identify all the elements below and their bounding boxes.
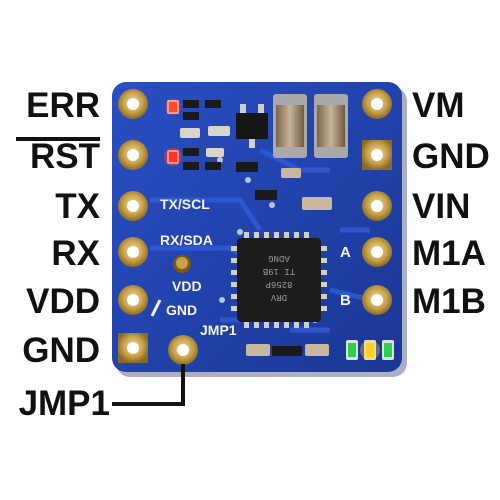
pin-label-gnd: GND [22,331,100,370]
chip-marking-line1: DRV [270,292,288,302]
silk-gnd: GND [166,302,198,318]
chip-marking-line3: TI 19B [262,266,296,276]
silk-vdd: VDD [172,278,202,294]
silk-tx-scl: TX/SCL [160,196,210,212]
silk-b: B [340,292,351,309]
leader-line [112,364,185,406]
silk-jmp1: JMP1 [200,322,237,338]
status-leds-right [346,340,394,360]
pin-label-gnd-right: GND [412,137,490,176]
chip-marking: ADNG TI 19B 8256P DRV [245,252,313,308]
pin-label-jmp1: JMP1 [18,384,110,423]
overbar-line [16,137,100,141]
silk-a: A [340,244,351,261]
silk-rx-sda: RX/SDA [160,232,213,248]
pin-label-rx: RX [51,234,100,273]
right-header [362,89,392,315]
pin-label-vm: VM [412,86,465,125]
smd-resistors [183,100,258,172]
status-leds-left [164,99,182,166]
chip-marking-line2: 8256P [265,279,293,289]
pin-label-err: ERR [26,86,100,125]
smd-caps-right [246,168,332,356]
smd-caps-small [180,126,230,157]
chip-marking-line4: ADNG [268,253,290,263]
transistor [236,113,268,139]
pin-label-vdd: VDD [26,282,100,321]
pin-label-m1a: M1A [412,234,486,273]
pin-label-m1b: M1B [412,282,486,321]
bulk-capacitors [273,94,348,158]
pin-label-rst: RST [30,137,100,176]
driver-ic [231,232,327,328]
gnd-silk-mark [150,299,162,317]
pin-label-vin: VIN [412,187,471,226]
left-header [118,89,198,365]
pin-label-tx: TX [55,187,100,226]
